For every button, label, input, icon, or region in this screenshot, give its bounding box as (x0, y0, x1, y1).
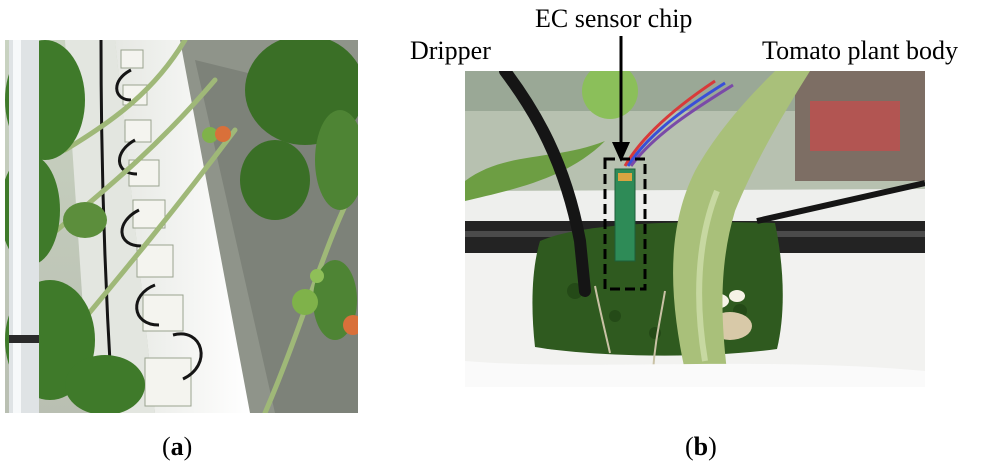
photo-greenhouse-row (5, 40, 358, 413)
label-ec-sensor-chip: EC sensor chip (535, 4, 693, 33)
caption-a: (a) (162, 432, 193, 461)
sensor-pointer-arrow (612, 36, 630, 162)
label-dripper: Dripper (410, 36, 491, 65)
label-tomato-plant-body: Tomato plant body (762, 36, 959, 65)
photo-sensor-closeup (465, 71, 925, 387)
caption-b: (b) (685, 432, 717, 461)
